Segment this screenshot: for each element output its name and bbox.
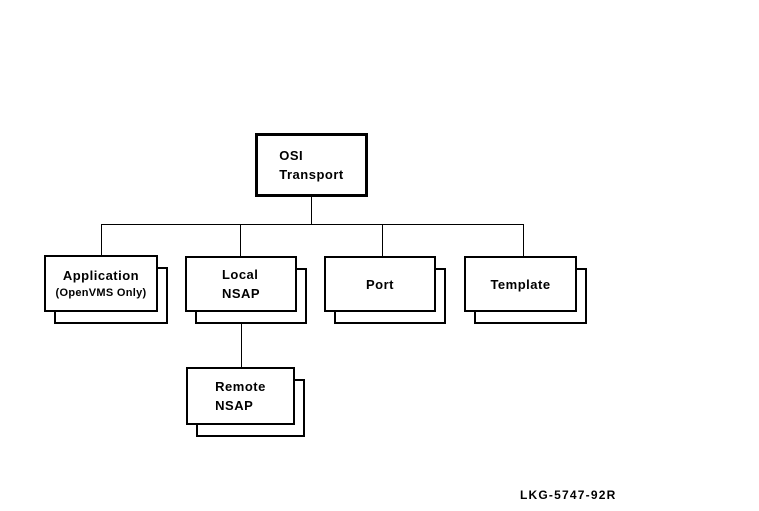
application-box: Application (OpenVMS Only) bbox=[44, 255, 158, 312]
figure-caption: LKG-5747-92R bbox=[520, 488, 617, 502]
connector-drop-port bbox=[382, 224, 383, 258]
application-label-line2: (OpenVMS Only) bbox=[55, 286, 147, 299]
osi-transport-box: OSI Transport bbox=[255, 133, 368, 197]
template-label: Template bbox=[490, 275, 550, 294]
connector-osi-stem bbox=[311, 196, 312, 225]
connector-rail bbox=[101, 224, 524, 225]
remote-nsap-label-line1: Remote bbox=[215, 379, 266, 394]
remote-nsap-label-line2: NSAP bbox=[215, 398, 254, 413]
remote-nsap-box: Remote NSAP bbox=[186, 367, 295, 425]
osi-transport-label: OSI Transport bbox=[279, 146, 343, 184]
local-nsap-box: Local NSAP bbox=[185, 256, 297, 312]
connector-drop-template bbox=[523, 224, 524, 258]
port-label: Port bbox=[366, 275, 394, 294]
application-label: Application (OpenVMS Only) bbox=[56, 266, 147, 302]
application-label-line1: Application bbox=[62, 267, 140, 283]
port-label-line1: Port bbox=[366, 276, 394, 292]
local-nsap-label-line2: NSAP bbox=[221, 286, 261, 301]
local-nsap-label-line1: Local bbox=[221, 267, 259, 282]
template-label-line1: Template bbox=[490, 276, 551, 292]
connector-drop-local-nsap bbox=[240, 224, 241, 258]
osi-transport-label-line2: Transport bbox=[279, 167, 344, 182]
template-box: Template bbox=[464, 256, 577, 312]
remote-nsap-label: Remote NSAP bbox=[215, 377, 266, 415]
connector-local-to-remote bbox=[241, 310, 242, 369]
connector-drop-application bbox=[101, 224, 102, 257]
local-nsap-label: Local NSAP bbox=[222, 265, 260, 303]
port-box: Port bbox=[324, 256, 436, 312]
osi-transport-label-line1: OSI bbox=[279, 148, 304, 163]
